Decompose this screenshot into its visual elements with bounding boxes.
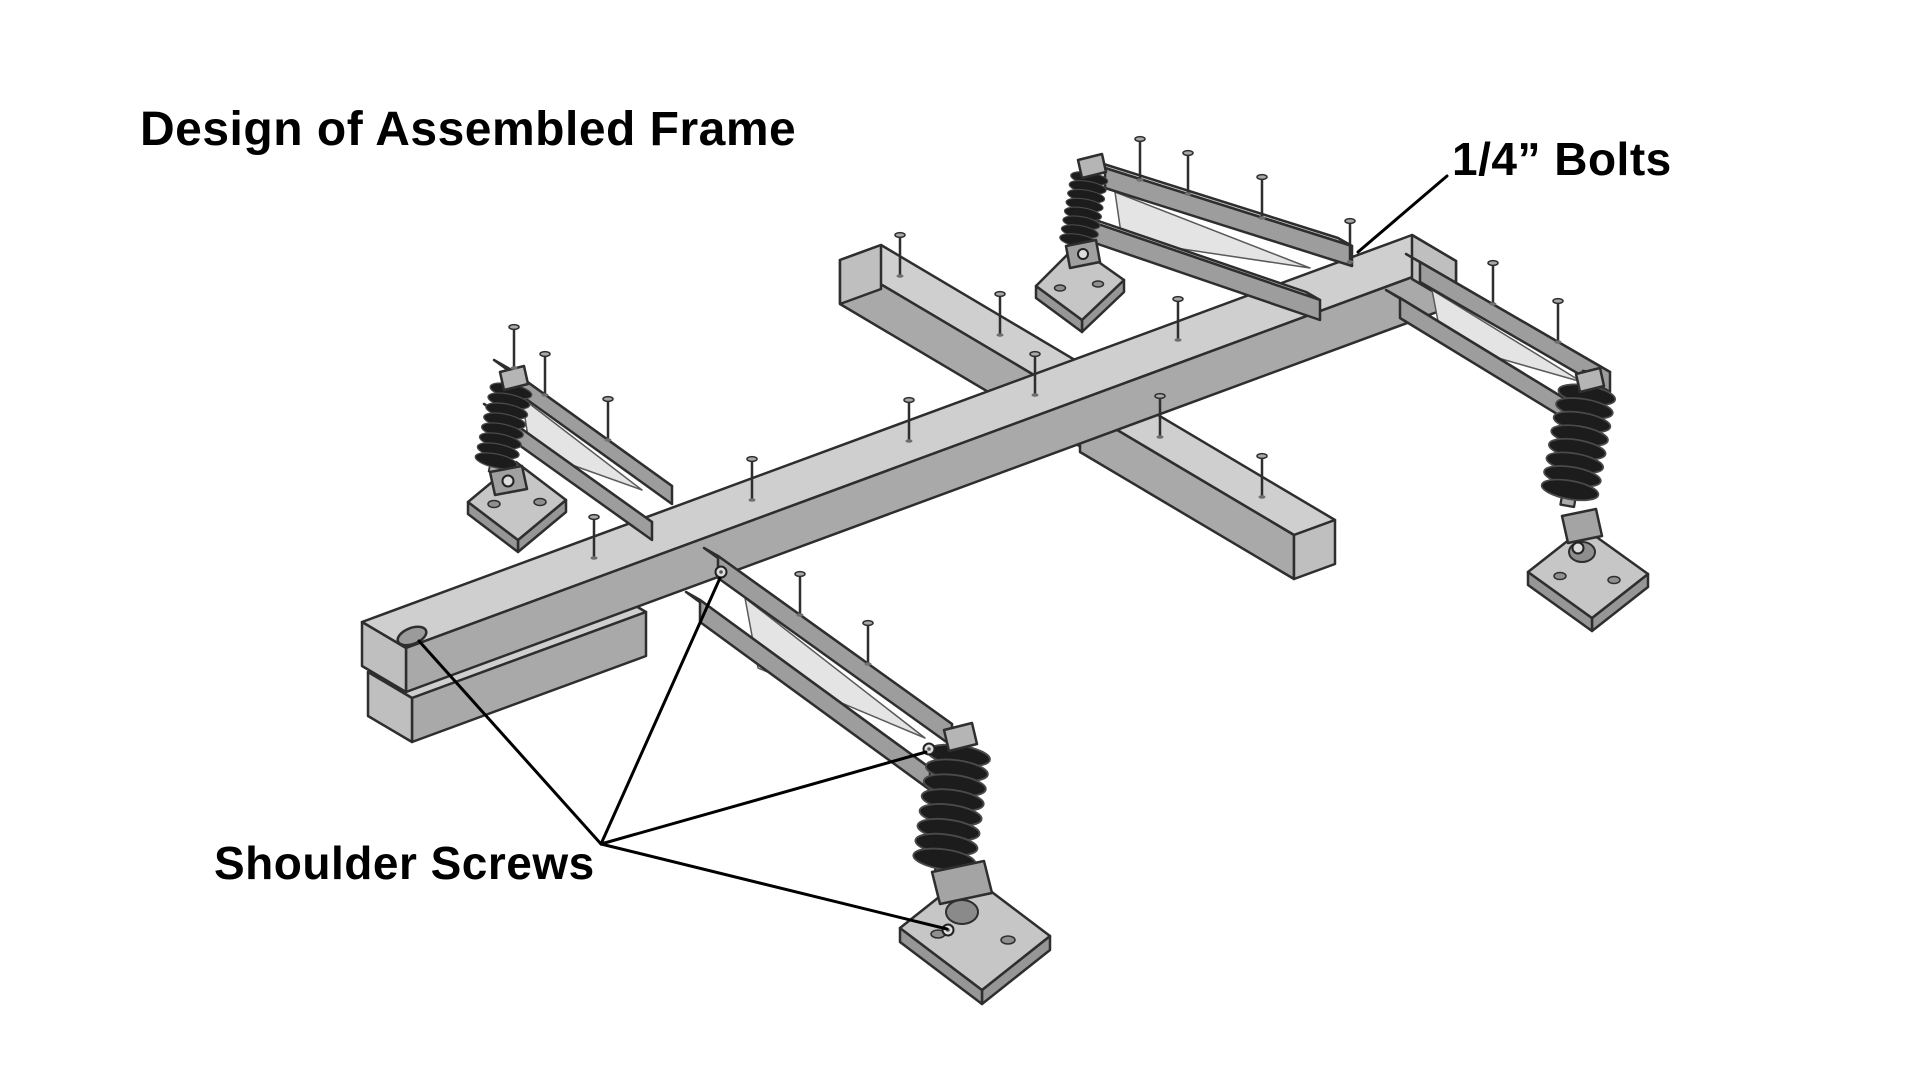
leader-line-shoulder-screw-1 [417, 639, 603, 846]
leader-line-bolts [1356, 174, 1449, 254]
caster-bracket [930, 859, 994, 906]
gusset-web [1114, 191, 1311, 269]
leader-line-shoulder-screw-3 [599, 750, 928, 846]
spring-yoke [1574, 366, 1606, 394]
caster-bracket [1560, 507, 1604, 545]
mounting-plate [1526, 526, 1650, 633]
leader-line-shoulder-screw-4 [599, 842, 949, 931]
shoulder-screws-callout-label: Shoulder Screws [214, 837, 595, 889]
gusset-web [1431, 289, 1583, 383]
bolt-pin [1486, 259, 1500, 308]
diagram-title: Design of Assembled Frame [140, 103, 797, 156]
mounting-plate [898, 872, 1052, 1006]
leg-assembly-bottom [684, 546, 1052, 1006]
bolt-pin [538, 350, 552, 399]
leader-lines [417, 174, 1449, 931]
bolt-pin [507, 323, 521, 372]
gusset-web [521, 397, 643, 491]
bolt-pin [1551, 297, 1565, 346]
bolt-pin [601, 395, 615, 444]
spring-yoke [1076, 152, 1108, 180]
bolt-pin [793, 570, 807, 619]
bolts-callout-label: 1/4” Bolts [1452, 133, 1672, 185]
mounting-plate [466, 460, 568, 554]
leader-line-shoulder-screw-2 [599, 576, 722, 846]
leg-assembly-left [466, 358, 674, 554]
bolt-pin [861, 619, 875, 668]
shoulder-screw [714, 565, 728, 579]
spring-yoke [942, 721, 979, 753]
caster-wheel [945, 899, 979, 925]
mounting-plate [1034, 244, 1126, 334]
leg-assembly-top [1034, 152, 1354, 334]
